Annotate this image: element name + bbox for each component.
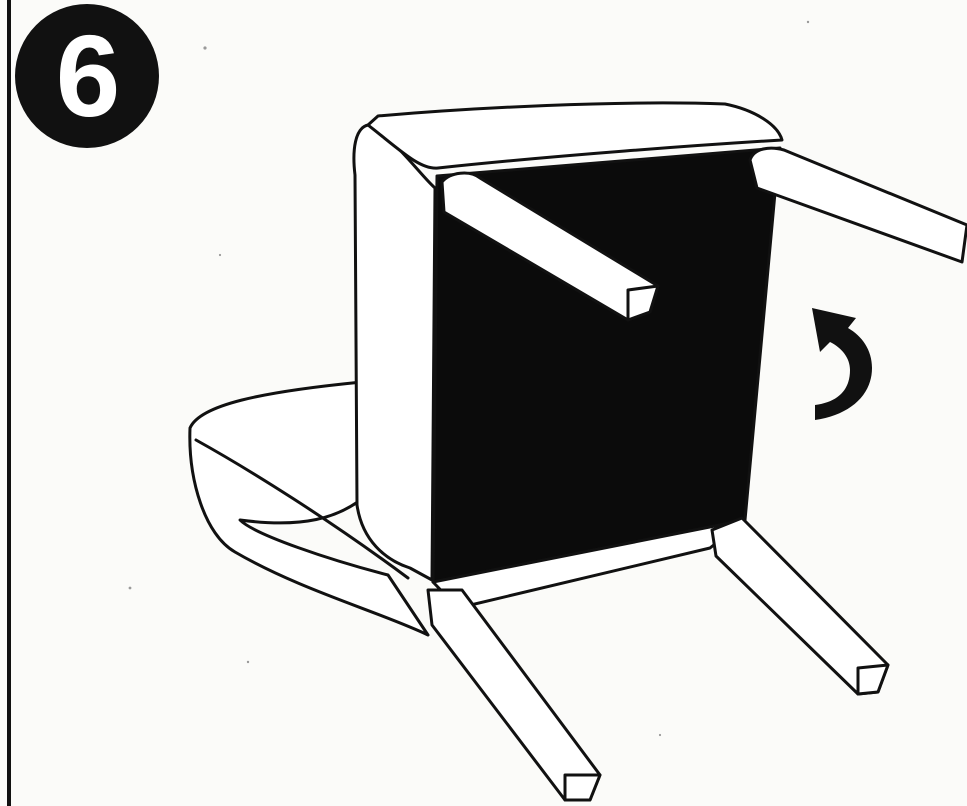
chair-leg-lower-left (428, 590, 600, 800)
chair-leg-upper-right (750, 148, 967, 262)
chair-leg-lower-left-end (565, 775, 600, 800)
chair-leg-lower-right-end (858, 665, 888, 694)
step-number: 6 (56, 18, 119, 134)
seat-frame-left-rail (354, 125, 435, 580)
step-number-badge: 6 (15, 4, 159, 148)
rotate-arrow-icon (812, 308, 872, 420)
